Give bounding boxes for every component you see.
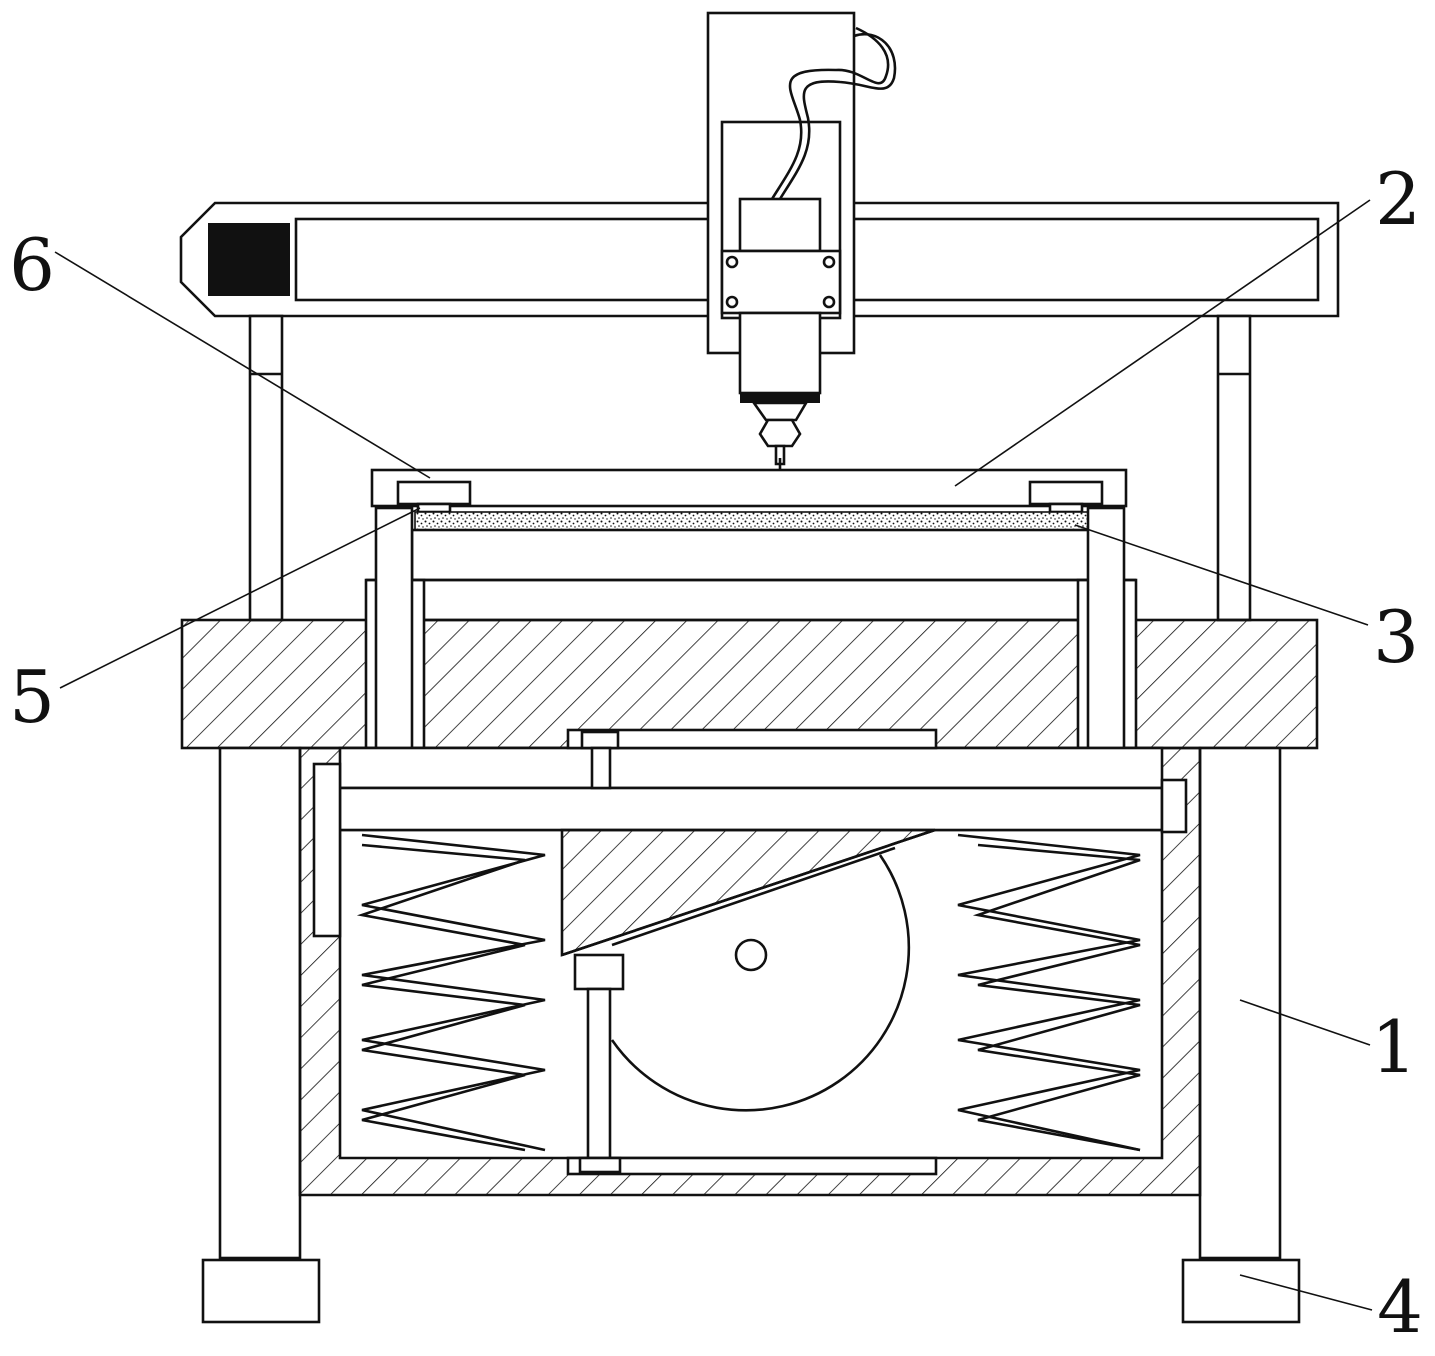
bolt-icon [822, 295, 836, 309]
leader-lines [54, 199, 1373, 1311]
spring-right [957, 833, 1141, 1152]
clamp-right [1028, 480, 1104, 506]
bolt-icon [725, 255, 739, 269]
guide-bar [566, 728, 938, 790]
worktable [370, 468, 1128, 582]
foot-right [1181, 1258, 1301, 1324]
spindle-head [706, 11, 897, 470]
support-posts [374, 506, 1126, 792]
top-plate [180, 578, 1319, 750]
spring-left [356, 833, 546, 1152]
bolt-icon [725, 295, 739, 309]
cam-mechanism [560, 828, 938, 1176]
lower-housing [298, 746, 1202, 1197]
cam-axle [734, 938, 768, 972]
label-6: 6 [9, 223, 55, 307]
foot-left [201, 1258, 321, 1324]
lifting-plate [338, 786, 1164, 832]
frame-legs [201, 746, 1301, 1324]
label-4: 4 [1377, 1265, 1423, 1349]
label-3: 3 [1373, 595, 1419, 679]
label-5: 5 [9, 655, 55, 739]
label-1: 1 [1371, 1005, 1417, 1089]
control-panel-block [208, 223, 290, 296]
bolt-icon [822, 255, 836, 269]
sanding-layer [414, 511, 1090, 531]
clamp-left [396, 480, 472, 506]
label-2: 2 [1375, 157, 1421, 241]
